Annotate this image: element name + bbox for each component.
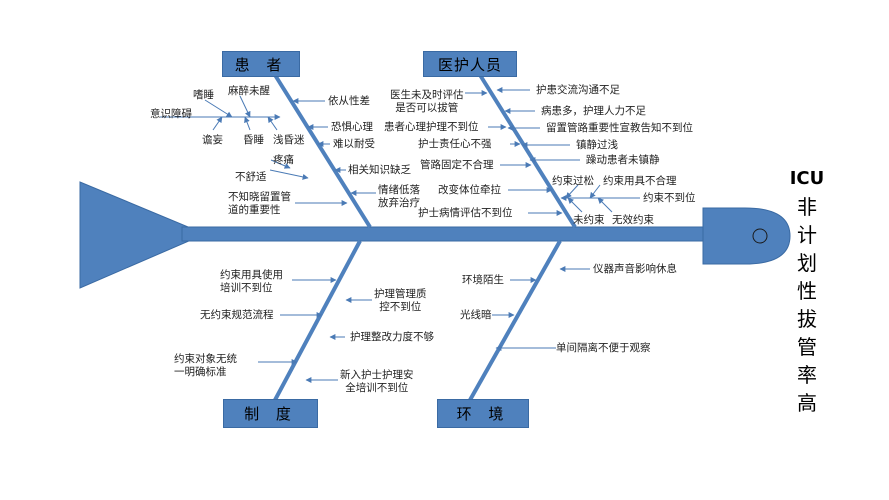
- cause-yueshuyongju: 约束用具不合理: [603, 175, 677, 187]
- cause-qianhunmi: 浅昏迷: [273, 134, 305, 146]
- cause-kongju: 恐惧心理: [331, 121, 373, 133]
- cause-zeren: 护士责任心不强: [418, 138, 492, 150]
- cause-danjian: 单间隔离不便于观察: [556, 342, 651, 354]
- cause-tengtong: 疼痛: [273, 154, 294, 166]
- cause-yiqi: 仪器声音影响休息: [593, 263, 677, 275]
- cause-wuxiao: 无效约束: [612, 214, 654, 226]
- cause-hunshui: 昏睡: [243, 134, 264, 146]
- cause-zaodong: 躁动患者未镇静: [586, 154, 660, 166]
- cause-yishi: 意识障碍: [150, 108, 192, 120]
- cause-qingxu: 情绪低落 放弃治疗: [378, 184, 420, 209]
- problem-statement: ICU 非 计 划 性 拔 管 率 高: [781, 168, 833, 417]
- cause-yicong: 依从性差: [328, 95, 370, 107]
- cause-renli: 病患多，护理人力不足: [541, 105, 646, 117]
- cause-zhenggai: 护理整改力度不够: [350, 331, 434, 343]
- category-staff: 医护人员: [423, 51, 517, 77]
- cause-guangxian: 光线暗: [460, 309, 492, 321]
- problem-head: ICU: [789, 168, 825, 189]
- cause-yueshubudaowei: 约束不到位: [643, 192, 696, 204]
- cause-guifan: 无约束规范流程: [200, 309, 274, 321]
- cause-bushushi: 不舒适: [235, 171, 267, 183]
- bone-system: [273, 240, 362, 401]
- fish-spine: [181, 226, 708, 242]
- cause-nairen: 难以耐受: [333, 138, 375, 150]
- category-environment: 环 境: [437, 399, 529, 428]
- cause-weiyueshu: 未约束: [573, 214, 605, 226]
- cause-xiangguan: 相关知识缺乏: [348, 164, 411, 176]
- cause-guanlu: 管路固定不合理: [420, 159, 494, 171]
- problem-char: 划: [797, 251, 817, 275]
- cause-zhenjing: 镇静过浅: [576, 139, 618, 151]
- problem-char: 非: [797, 195, 817, 219]
- cause-goutong: 护患交流沟通不足: [536, 84, 620, 96]
- cause-xinru: 新入护士护理安 全培训不到位: [340, 369, 414, 394]
- problem-char: 计: [797, 223, 817, 247]
- cause-mosheng: 环境陌生: [462, 274, 504, 286]
- cause-yueshuguosong: 约束过松: [552, 175, 594, 187]
- cause-zhanwang: 谵妄: [202, 134, 223, 146]
- problem-char: 性: [797, 279, 817, 303]
- cause-jiaoyu: 留置管路重要性宣教告知不到位: [546, 122, 693, 134]
- cause-peixun: 约束用具使用 培训不到位: [220, 269, 283, 294]
- cause-bingqing: 护士病情评估不到位: [418, 207, 513, 219]
- bone-patient: [273, 73, 372, 229]
- fish-head: [702, 207, 791, 265]
- fish-tail: [79, 181, 207, 289]
- cause-guanli: 护理管理质 控不到位: [374, 288, 427, 313]
- cause-duixiang: 约束对象无统 一明确标准: [174, 353, 237, 378]
- cause-mazui: 麻醉未醒: [228, 85, 270, 97]
- problem-char: 拔: [797, 307, 817, 331]
- problem-char: 高: [797, 391, 817, 415]
- fish-eye: [752, 228, 768, 244]
- cause-shishui: 嗜睡: [193, 89, 214, 101]
- problem-char: 率: [797, 363, 817, 387]
- cause-pinggu: 医生未及时评估 是否可以拔管: [390, 89, 464, 114]
- problem-char: 管: [797, 335, 817, 359]
- bone-environment: [468, 240, 562, 401]
- cause-tiwei: 改变体位牵拉: [438, 184, 501, 196]
- category-system: 制 度: [223, 399, 318, 428]
- cause-huozhe: 患者心理护理不到位: [384, 121, 479, 133]
- cause-buzhidao: 不知晓留置管 道的重要性: [228, 191, 291, 216]
- category-patient: 患 者: [222, 51, 300, 77]
- bone-staff: [478, 73, 577, 229]
